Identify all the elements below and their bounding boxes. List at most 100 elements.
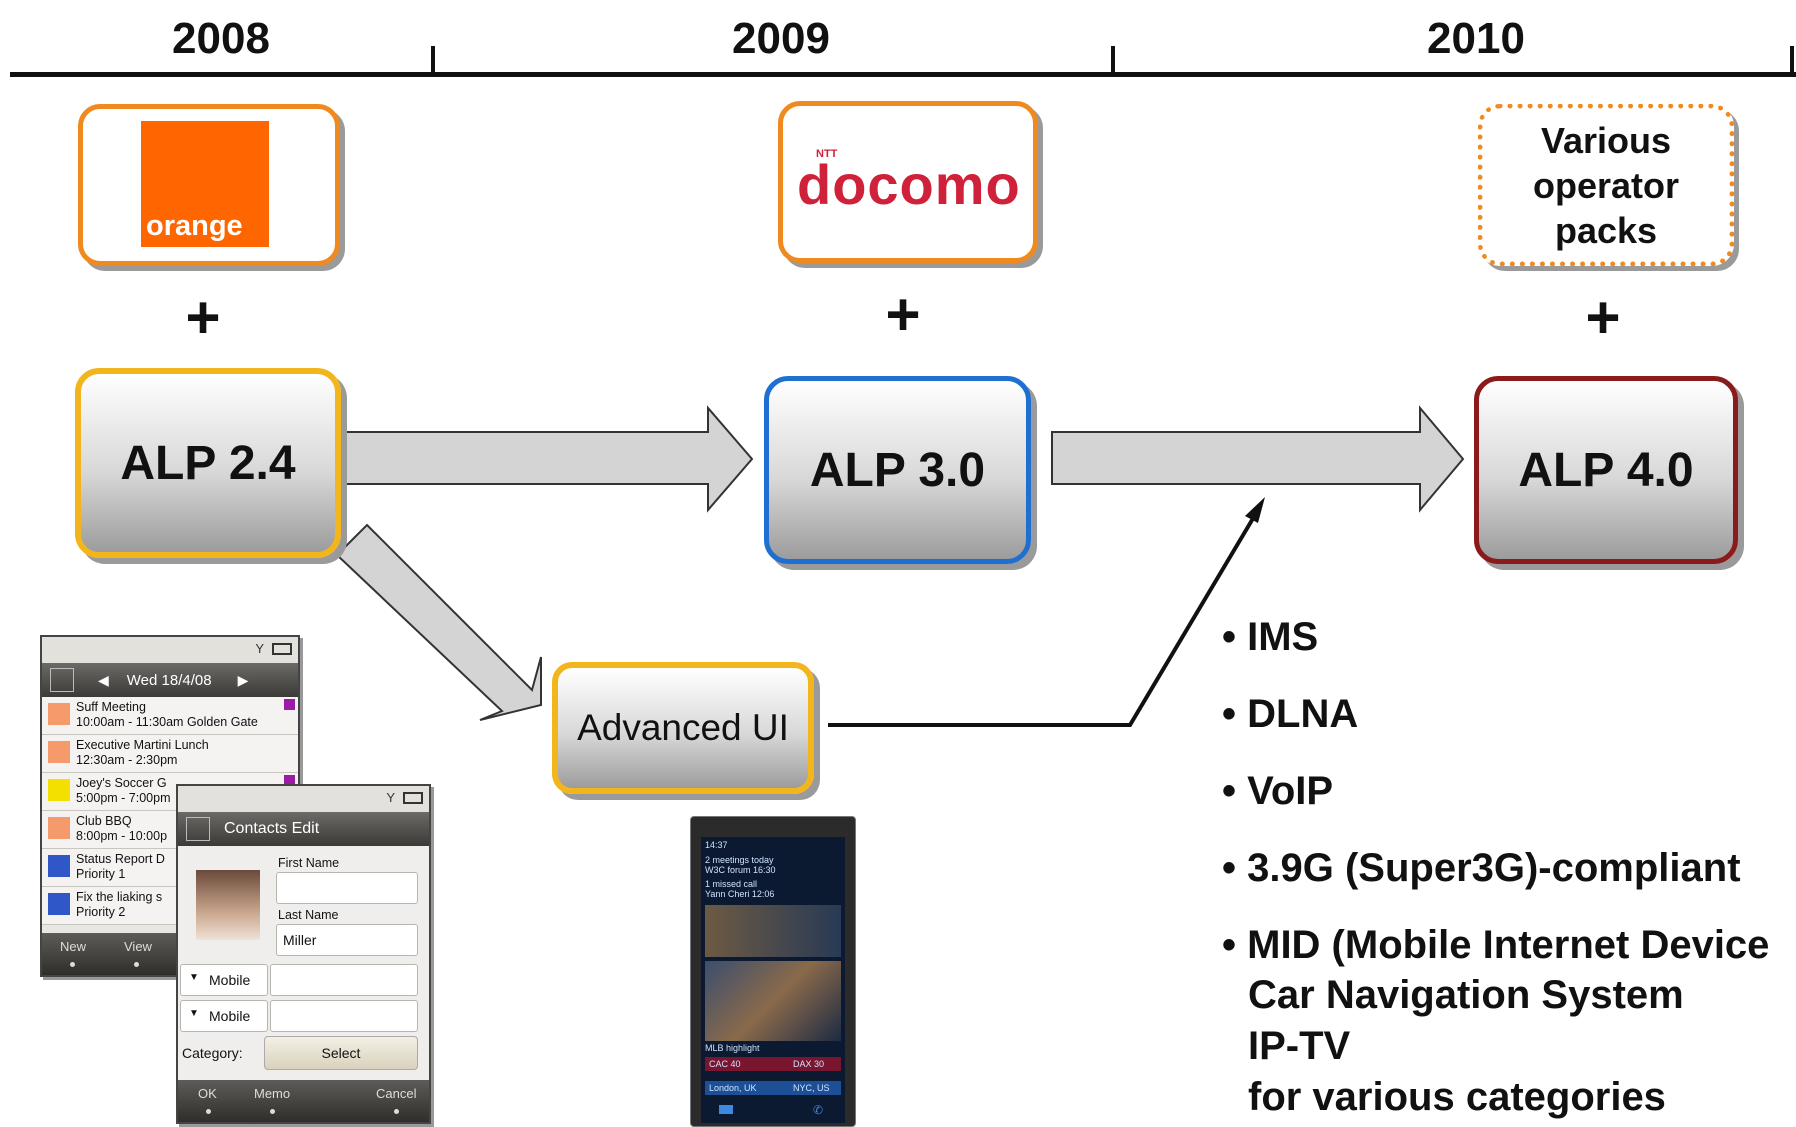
timeline-axis xyxy=(10,72,1796,77)
first-name-label: First Name xyxy=(278,856,340,870)
phone-type-dropdown[interactable]: ▼ Mobile xyxy=(180,1000,268,1032)
advanced-ui-box: Advanced UI xyxy=(552,662,814,794)
prev-day-icon[interactable]: ◀ xyxy=(98,671,109,688)
feature-list: • IMS • DLNA • VoIP • 3.9G (Super3G)-com… xyxy=(1222,612,1796,1123)
docomo-logo-card: NTT docomo xyxy=(778,101,1038,263)
smartphone-screen: 14:37 2 meetings today W3C forum 16:30 1… xyxy=(701,837,845,1123)
arrow-alp24-to-advanced-ui xyxy=(335,523,542,721)
docomo-logo-ntt: NTT xyxy=(816,148,838,160)
last-name-value: Miller xyxy=(283,932,317,948)
phone-type-label: Mobile xyxy=(209,1008,251,1024)
video-thumbnails xyxy=(705,961,841,1041)
softkey-dot xyxy=(394,1109,399,1114)
arrow-alp30-to-alp40 xyxy=(1051,405,1465,513)
alp-4-0-box: ALP 4.0 xyxy=(1474,376,1738,564)
contacts-header: Contacts Edit xyxy=(178,812,429,846)
first-name-field[interactable] xyxy=(276,872,418,904)
event-color xyxy=(48,779,70,801)
category-select-button[interactable]: Select xyxy=(264,1036,418,1070)
last-name-label: Last Name xyxy=(278,908,339,922)
timeline-tick xyxy=(1790,46,1794,76)
event-detail: 5:00pm - 7:00pm xyxy=(76,791,171,805)
signal-icon: Y xyxy=(386,790,395,805)
phone-time: 14:37 xyxy=(705,840,728,850)
event-title: Executive Martini Lunch xyxy=(76,738,209,752)
contacts-softkey-bar: OK Memo Cancel xyxy=(178,1080,429,1122)
feature-item: • DLNA xyxy=(1222,692,1359,736)
status-bar: Y xyxy=(42,637,298,663)
softkey-new[interactable]: New xyxy=(60,939,87,954)
feature-item: • MID (Mobile Internet Device xyxy=(1222,923,1770,967)
battery-icon xyxy=(272,643,292,655)
phone-number-field[interactable] xyxy=(270,964,418,996)
alp-3-0-label: ALP 3.0 xyxy=(809,443,986,497)
softkey-ok[interactable]: OK xyxy=(198,1086,217,1101)
alp-4-0-label: ALP 4.0 xyxy=(1518,443,1694,497)
contacts-title: Contacts Edit xyxy=(224,820,320,837)
battery-icon xyxy=(403,792,423,804)
softkey-dot xyxy=(134,962,139,967)
menu-icon[interactable] xyxy=(50,668,74,692)
softkey-view[interactable]: View xyxy=(124,939,152,954)
task-title: Fix the liaking s xyxy=(76,890,163,904)
event-title: Suff Meeting xyxy=(76,700,146,714)
various-operator-packs-card: Various operator packs xyxy=(1478,104,1734,266)
weather-label: NYC, US xyxy=(793,1083,830,1093)
next-day-icon[interactable]: ▶ xyxy=(237,671,249,688)
select-label: Select xyxy=(321,1045,361,1061)
contact-photo[interactable] xyxy=(196,870,260,940)
smartphone-screenshot: 14:37 2 meetings today W3C forum 16:30 1… xyxy=(690,816,856,1127)
phone-type-dropdown[interactable]: ▼ Mobile xyxy=(180,964,268,996)
event-detail: 10:00am - 11:30am Golden Gate xyxy=(76,715,258,729)
stock-label: DAX 30 xyxy=(793,1059,825,1069)
last-name-field[interactable]: Miller xyxy=(276,924,418,956)
weather-ticker xyxy=(705,1081,841,1095)
feature-subitem: for various categories xyxy=(1248,1075,1666,1119)
phone-icon[interactable]: ✆ xyxy=(813,1103,824,1117)
phone-notification: Yann Cheri 12:06 xyxy=(705,889,775,899)
event-flag xyxy=(284,699,295,710)
orange-logo: orange xyxy=(141,121,269,247)
softkey-cancel[interactable]: Cancel xyxy=(376,1086,417,1101)
docomo-logo: docomo xyxy=(797,153,1021,216)
softkey-dot xyxy=(270,1109,275,1114)
softkey-dot xyxy=(70,962,75,967)
weather-label: London, UK xyxy=(709,1083,757,1093)
timeline-tick xyxy=(1111,46,1115,76)
plus-sign: + xyxy=(885,281,921,348)
feature-item: • 3.9G (Super3G)-compliant xyxy=(1222,846,1741,890)
feature-subitem: Car Navigation System xyxy=(1248,973,1684,1017)
various-line: operator xyxy=(1532,164,1680,206)
phone-number-field[interactable] xyxy=(270,1000,418,1032)
calendar-header: ◀ Wed 18/4/08 ▶ xyxy=(42,663,298,697)
calendar-date: Wed 18/4/08 xyxy=(126,671,212,689)
softkey-memo[interactable]: Memo xyxy=(254,1086,291,1101)
task-detail: Priority 2 xyxy=(76,905,126,919)
event-title: Club BBQ xyxy=(76,814,132,828)
task-title: Status Report D xyxy=(76,852,165,866)
alp-2-4-label: ALP 2.4 xyxy=(120,436,296,490)
connector-advanced-ui-to-alp40 xyxy=(828,508,1260,727)
connector-arrowhead xyxy=(1245,497,1265,523)
orange-logo-text: orange xyxy=(146,210,243,242)
contacts-edit-screenshot: Y Contacts Edit First Name Last Name Mil… xyxy=(176,784,431,1124)
phone-notification: 1 missed call xyxy=(705,879,758,889)
stock-ticker xyxy=(705,1057,841,1071)
timeline-tick xyxy=(431,46,435,76)
news-thumbnails xyxy=(705,905,841,957)
alp-3-0-box: ALP 3.0 xyxy=(764,376,1031,564)
arrow-alp24-to-alp30 xyxy=(342,405,754,513)
mail-icon[interactable] xyxy=(719,1105,733,1114)
category-label: Category: xyxy=(182,1045,243,1061)
task-color xyxy=(48,855,70,877)
status-bar: Y xyxy=(178,786,429,812)
task-detail: Priority 1 xyxy=(76,867,126,881)
event-color xyxy=(48,741,70,763)
stock-label: CAC 40 xyxy=(709,1059,741,1069)
phone-type-label: Mobile xyxy=(209,972,251,988)
phone-notification: 2 meetings today xyxy=(705,855,774,865)
menu-icon[interactable] xyxy=(186,817,210,841)
